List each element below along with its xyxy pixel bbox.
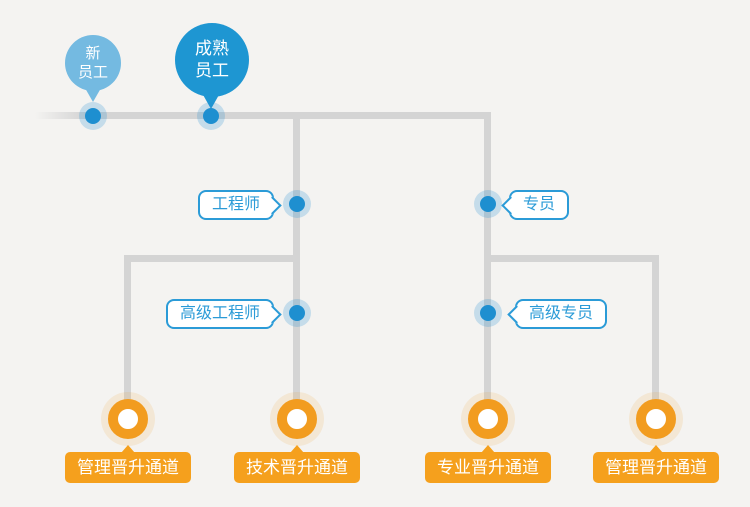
connector-branch-left <box>124 255 300 262</box>
node-mature-employee-line2: 员工 <box>195 61 229 80</box>
channel-tag-professional: 专业晋升通道 <box>425 445 551 483</box>
end-port-technical <box>277 399 317 439</box>
stage-label-senior-engineer: 高级工程师 <box>165 299 274 329</box>
end-port-management-left <box>108 399 148 439</box>
node-new-employee: 新 员工 <box>65 35 121 91</box>
channel-tag-management-left: 管理晋升通道 <box>65 445 191 483</box>
junction-dot-new-employee <box>85 108 101 124</box>
end-port-management-right <box>636 399 676 439</box>
node-new-employee-line1: 新 <box>85 45 101 62</box>
junction-dot-senior-specialist <box>480 305 496 321</box>
junction-dot-engineer <box>289 196 305 212</box>
node-mature-employee: 成熟 员工 <box>175 23 249 97</box>
connector-top-horizontal <box>35 112 491 119</box>
node-new-employee-line2: 员工 <box>77 64 108 81</box>
stage-label-specialist: 专员 <box>509 190 570 220</box>
node-new-employee-tail <box>85 88 101 102</box>
connector-vertical-management-right <box>652 255 659 402</box>
end-port-professional <box>468 399 508 439</box>
node-mature-employee-tail <box>202 93 220 109</box>
junction-dot-specialist <box>480 196 496 212</box>
stage-label-engineer: 工程师 <box>197 190 274 220</box>
junction-dot-mature-employee <box>203 108 219 124</box>
connector-branch-right <box>484 255 659 262</box>
channel-tag-technical: 技术晋升通道 <box>234 445 360 483</box>
node-mature-employee-line1: 成熟 <box>195 39 229 58</box>
connector-vertical-management-left <box>124 255 131 402</box>
stage-label-senior-specialist: 高级专员 <box>515 299 608 329</box>
junction-dot-senior-engineer <box>289 305 305 321</box>
channel-tag-management-right: 管理晋升通道 <box>593 445 719 483</box>
